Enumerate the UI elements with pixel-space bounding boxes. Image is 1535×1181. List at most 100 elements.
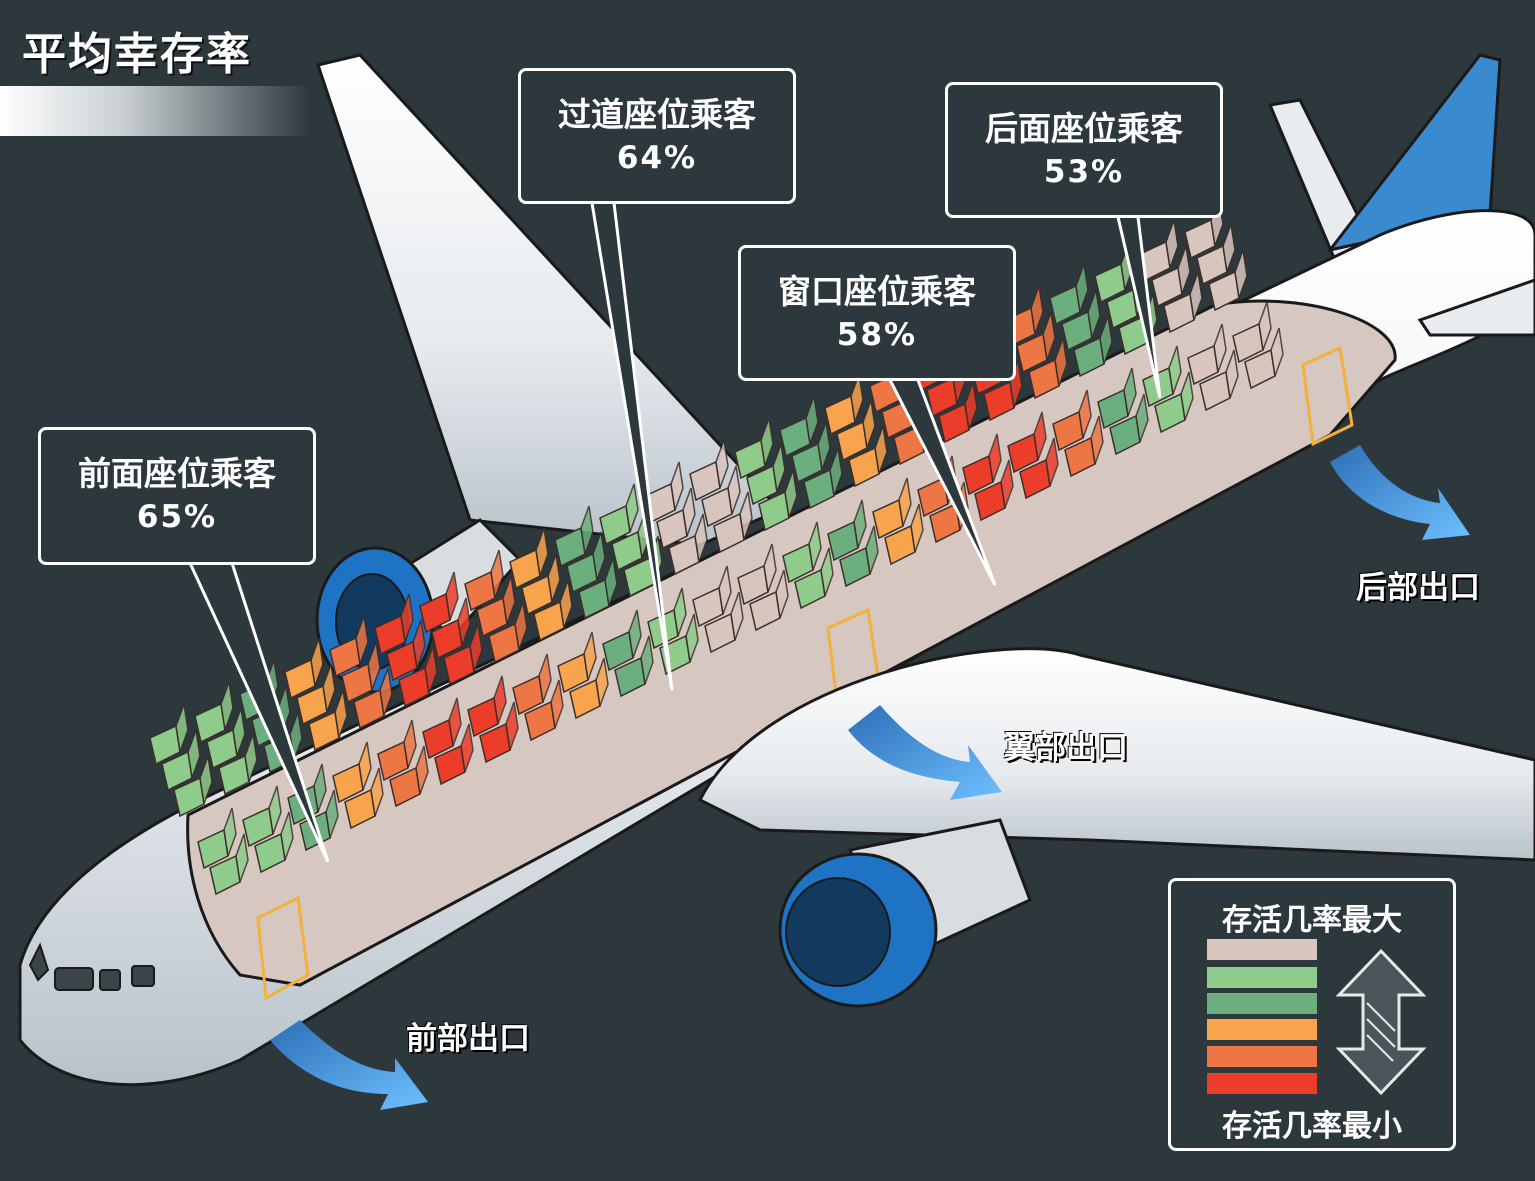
- seat-back: [220, 681, 234, 731]
- aisle-callout-pointer: [590, 202, 674, 691]
- seat-back: [1234, 249, 1248, 299]
- seat-back: [505, 701, 519, 751]
- seat-back: [1222, 223, 1236, 273]
- seat-back: [538, 653, 552, 703]
- survival-legend: 存活几率最大 存活几率最小: [1168, 878, 1456, 1151]
- front-seat-callout: 前面座位乘客 65%: [38, 427, 316, 565]
- legend-max-label: 存活几率最大: [1222, 903, 1402, 938]
- aisle-seat-callout: 过道座位乘客 64%: [518, 68, 796, 204]
- seat-back: [1099, 315, 1113, 365]
- seat-back: [424, 645, 438, 695]
- rear-door: [1301, 345, 1354, 447]
- seat-back: [910, 503, 924, 553]
- seat-back: [739, 491, 753, 541]
- seat-back: [850, 373, 864, 423]
- seat-back: [1042, 311, 1056, 361]
- seat-back: [1189, 271, 1203, 321]
- seat-back: [232, 707, 246, 757]
- seat-back: [1258, 301, 1272, 351]
- seat-back: [559, 579, 573, 629]
- seat-back: [1180, 371, 1194, 421]
- front-seat-label: 前面座位乘客: [78, 454, 276, 493]
- rear-seat-callout: 后面座位乘客 53%: [945, 82, 1223, 218]
- rear-seat-label: 后面座位乘客: [985, 109, 1183, 148]
- seat-back: [760, 417, 774, 467]
- window-seat-callout: 窗口座位乘客 58%: [738, 245, 1016, 381]
- double-arrow-icon: [1335, 948, 1427, 1096]
- seat-back: [583, 631, 597, 681]
- cockpit-windows: [28, 942, 155, 991]
- seat-back: [235, 833, 249, 883]
- seat-back: [1270, 327, 1284, 377]
- seat-back: [817, 421, 831, 471]
- seat-back: [550, 679, 564, 729]
- seat-back: [1045, 437, 1059, 487]
- seat-back: [628, 609, 642, 659]
- seat-back: [280, 811, 294, 861]
- seat-back: [1000, 459, 1014, 509]
- seat-back: [187, 729, 201, 779]
- seat-back: [640, 635, 654, 685]
- seat-back: [547, 553, 561, 603]
- seat-back: [535, 527, 549, 577]
- seat-back: [865, 525, 879, 575]
- wing-exit-label: 翼部出口: [1004, 730, 1128, 766]
- seat-back: [493, 675, 507, 725]
- seat-back: [820, 547, 834, 597]
- front-callout-pointer: [188, 562, 330, 863]
- seat-back: [1135, 393, 1149, 443]
- seat-back: [223, 807, 237, 857]
- seat-back: [727, 465, 741, 515]
- seat-back: [874, 425, 888, 475]
- seat-back: [1090, 415, 1104, 465]
- seat-back: [448, 697, 462, 747]
- seat-back: [685, 613, 699, 663]
- rear-seat-value: 53%: [1043, 154, 1125, 190]
- seat-back: [1078, 389, 1092, 439]
- rear-exit-label: 后部出口: [1356, 570, 1480, 606]
- seat-back: [334, 689, 348, 739]
- seat-back: [1168, 345, 1182, 395]
- seat-back: [490, 549, 504, 599]
- seat-back: [1075, 263, 1089, 313]
- seat-back: [355, 615, 369, 665]
- seat-back: [763, 543, 777, 593]
- seat-back: [784, 469, 798, 519]
- seat-back: [370, 767, 384, 817]
- seat-back: [199, 755, 213, 805]
- legend-swatch-5: [1207, 1046, 1317, 1067]
- seat-back: [313, 763, 327, 813]
- front-seat-value: 65%: [136, 499, 218, 535]
- seat-back: [1030, 285, 1044, 335]
- seat-back: [322, 663, 336, 713]
- seat-back: [1087, 289, 1101, 339]
- seat-back: [853, 499, 867, 549]
- seat-back: [829, 447, 843, 497]
- seat-back: [772, 443, 786, 493]
- seat-back: [1123, 367, 1137, 417]
- seat-back: [469, 623, 483, 673]
- seat-back: [673, 587, 687, 637]
- seat-back: [682, 487, 696, 537]
- seat-back: [604, 557, 618, 607]
- legend-swatch-3: [1207, 993, 1317, 1014]
- right-wing: [697, 647, 1535, 862]
- front-exit-label: 前部出口: [406, 1021, 530, 1057]
- right-engine: [778, 818, 1032, 1008]
- seat-back: [412, 619, 426, 669]
- page-title: 平均幸存率: [22, 29, 252, 80]
- seat-back: [367, 641, 381, 691]
- seat-back: [718, 565, 732, 615]
- wing-exit-arrow-icon: [848, 705, 1002, 800]
- front-exit-arrow-icon: [270, 1020, 428, 1110]
- seat-back: [775, 569, 789, 619]
- seat-back: [502, 575, 516, 625]
- seat-back: [445, 571, 459, 621]
- seat-back: [988, 433, 1002, 483]
- seat-back: [592, 531, 606, 581]
- seat-back: [808, 521, 822, 571]
- seat-back: [244, 733, 258, 783]
- seat-back: [595, 657, 609, 707]
- legend-swatch-2: [1207, 967, 1317, 988]
